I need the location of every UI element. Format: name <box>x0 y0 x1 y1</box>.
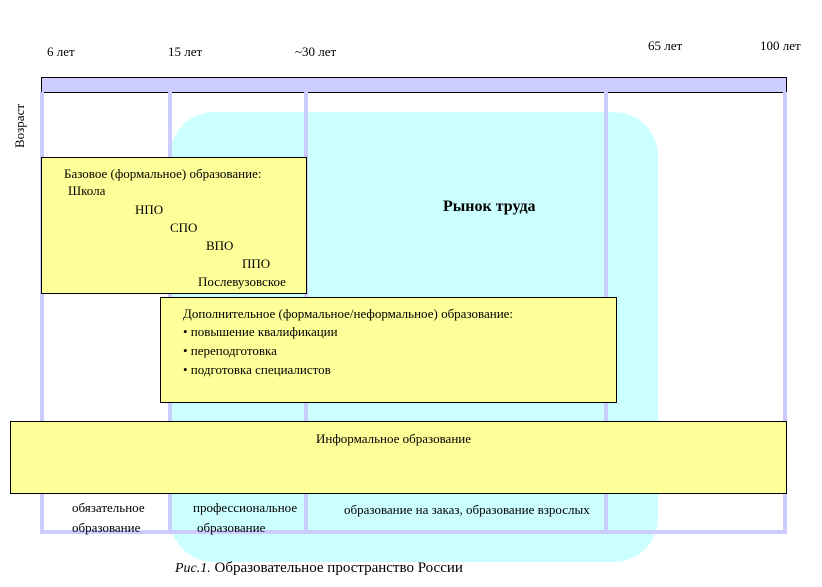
professional-education-label-1: профессиональное <box>193 500 298 515</box>
professional-education-label-2: образование <box>197 520 266 535</box>
level-spo: СПО <box>170 220 198 235</box>
additional-item-2: • переподготовка <box>183 343 277 358</box>
informal-education-title: Информальное образование <box>316 431 472 446</box>
adult-education-label: образование на заказ, образование взросл… <box>344 502 590 517</box>
level-vpo: ВПО <box>206 238 234 253</box>
age-guide-line-6 <box>40 92 44 532</box>
additional-education-title: Дополнительное (формальное/неформальное)… <box>183 306 514 321</box>
age-label-6: 6 лет <box>47 44 75 59</box>
compulsory-education-label-2: образование <box>72 520 141 535</box>
age-label-100: 100 лет <box>760 38 801 53</box>
level-school: Школа <box>68 183 106 198</box>
informal-education-box: Информальное образование <box>10 421 787 494</box>
labor-market-label: Рынок труда <box>443 198 536 215</box>
figure-caption-text: Образовательное пространство России <box>210 560 463 576</box>
basic-education-title: Базовое (формальное) образование: <box>64 166 262 181</box>
figure-caption-prefix: Рис.1. <box>175 561 211 576</box>
compulsory-education-label-1: обязательное <box>72 500 145 515</box>
figure-caption: Рис.1. Образовательное пространство Росс… <box>175 560 463 577</box>
additional-item-1: • повышение квалификации <box>183 324 338 339</box>
age-label-65: 65 лет <box>648 38 683 53</box>
additional-item-3: • подготовка специалистов <box>183 362 331 377</box>
age-guide-line-100 <box>783 92 787 532</box>
additional-education-box: Дополнительное (формальное/неформальное)… <box>160 297 617 403</box>
age-label-30: ~30 лет <box>295 44 337 59</box>
bottom-guide-line <box>40 530 787 534</box>
age-label-15: 15 лет <box>168 44 203 59</box>
age-bar <box>41 77 787 93</box>
level-npo: НПО <box>135 202 164 217</box>
level-postgraduate: Послевузовское <box>198 274 286 289</box>
level-ppo: ППО <box>242 256 271 271</box>
basic-education-box: Базовое (формальное) образование: Школа … <box>41 157 307 294</box>
